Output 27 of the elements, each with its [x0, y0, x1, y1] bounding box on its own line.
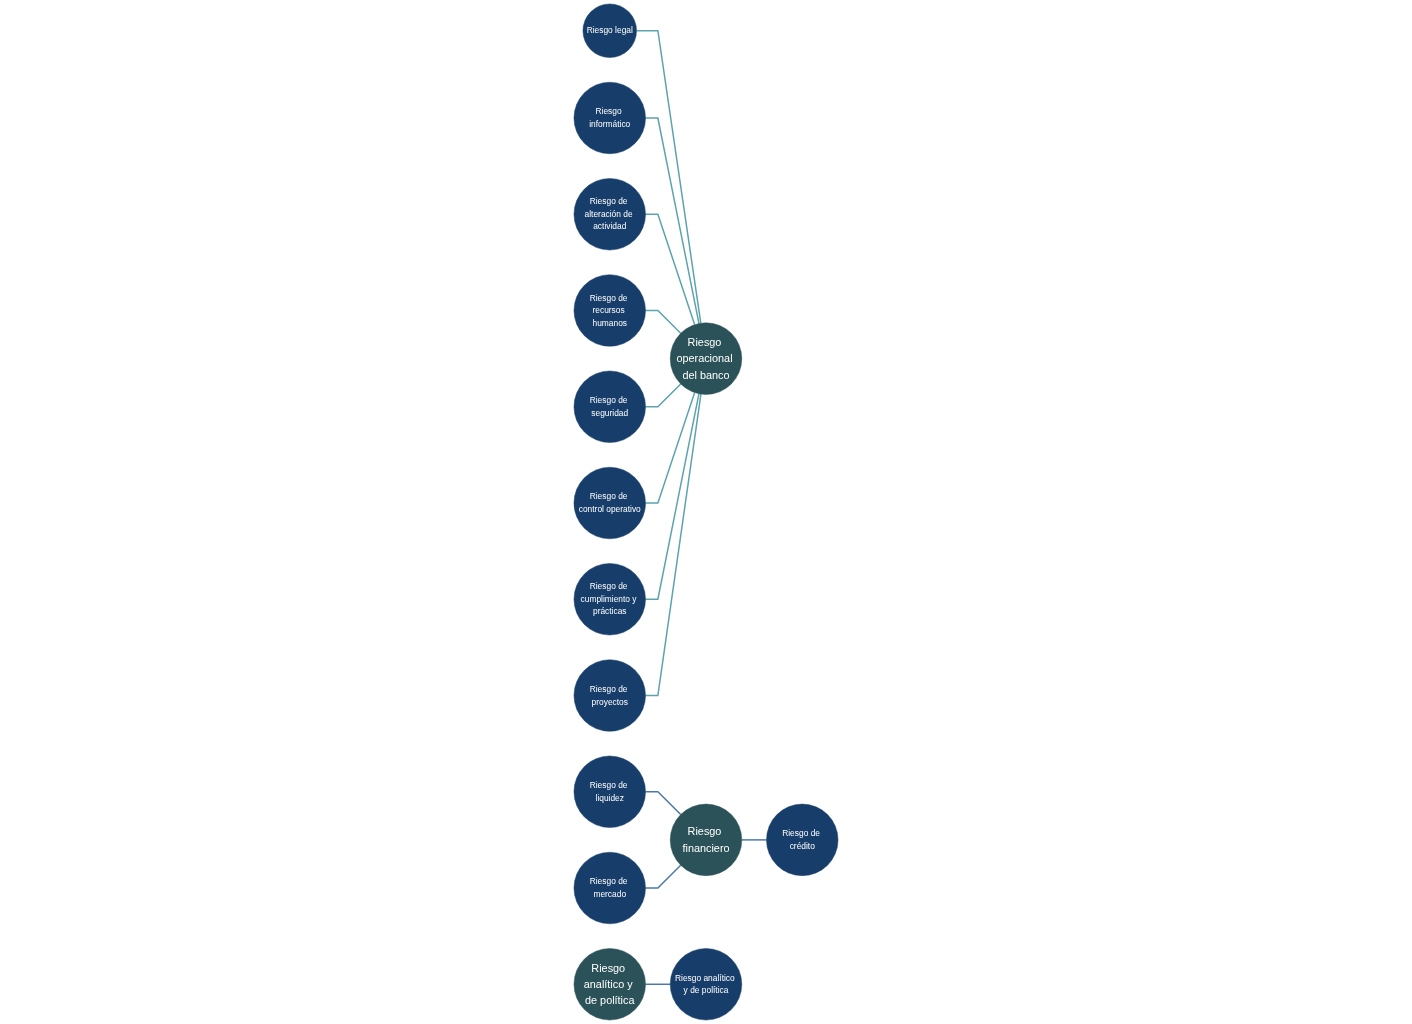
- connector: [644, 117, 700, 325]
- node-circle: Riesgo de control operativo: [573, 466, 646, 540]
- node-circle: Riesgo de alteración de actividad: [573, 178, 646, 251]
- node-circle: Riesgo de recursos humanos: [573, 274, 646, 347]
- connector: [644, 864, 682, 889]
- connector: [644, 393, 702, 697]
- connector: [644, 393, 700, 600]
- node-circle: Riesgo de cumplimiento y prácticas: [573, 563, 646, 636]
- connector: [741, 839, 768, 841]
- connector: [644, 383, 682, 408]
- node-circle: Riesgo analítico y de política: [669, 948, 743, 1021]
- node-circle: Riesgo de seguridad: [573, 370, 646, 443]
- connector: [644, 213, 696, 326]
- connector: [635, 30, 702, 324]
- connector: [644, 309, 682, 335]
- connector: [644, 391, 696, 504]
- node-circle: Riesgo de mercado: [573, 852, 646, 925]
- connector: [644, 983, 671, 985]
- connector: [644, 791, 682, 816]
- node-circle: Riesgo de liquidez: [573, 755, 646, 828]
- node-circle: Riesgo informático: [573, 81, 646, 155]
- node-circle: Riesgo analítico y de política: [573, 948, 646, 1021]
- node-circle: Riesgo de crédito: [766, 803, 839, 876]
- node-circle: Riesgo legal: [582, 3, 637, 58]
- node-circle: Riesgo de proyectos: [573, 659, 646, 732]
- node-circle: Riesgo operacional del banco: [669, 322, 743, 395]
- node-circle: Riesgo financiero: [669, 803, 743, 876]
